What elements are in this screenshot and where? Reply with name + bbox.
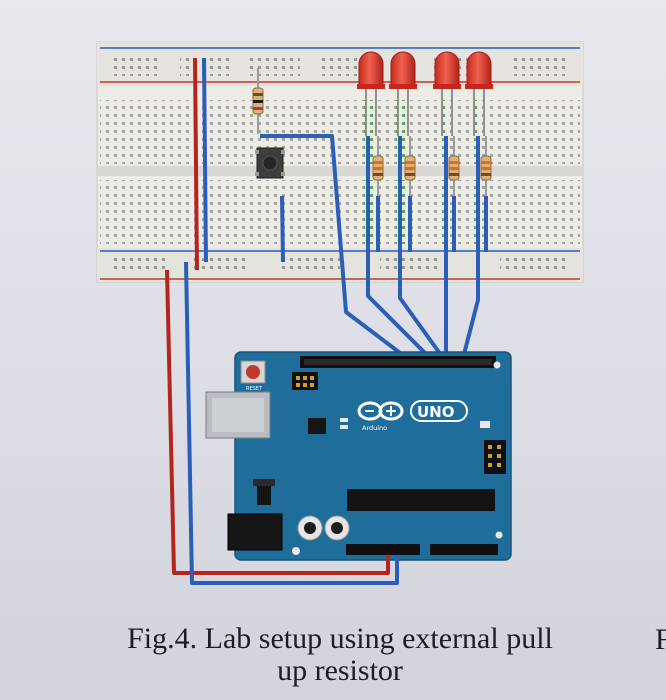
blue-gnd-jumper <box>202 57 208 263</box>
microcontroller-chip <box>347 489 495 511</box>
led-2 <box>389 51 417 196</box>
button-ground-wire <box>280 195 285 263</box>
pull-up-resistor <box>252 68 264 134</box>
uno-label: UNO <box>417 403 455 421</box>
arduino-brand: Arduino <box>362 424 387 432</box>
clipped-edge-text: F <box>655 623 666 656</box>
blue-gnd-wire <box>184 261 399 585</box>
center-channel <box>97 166 583 176</box>
figure-caption-line-2: up resistor <box>277 654 403 687</box>
power-header <box>346 544 420 555</box>
button-signal-wire <box>260 134 414 364</box>
red-vcc-jumper <box>193 57 199 271</box>
led-1 <box>357 51 385 196</box>
figure-caption-line-1: Fig.4. Lab setup using external pull <box>127 622 553 655</box>
led-signal-wires <box>366 136 480 364</box>
led-4 <box>465 51 493 196</box>
arduino-uno-board: RESET UNO Arduino <box>205 351 512 561</box>
arduino-logo <box>357 400 468 422</box>
breadboard-wires <box>193 57 488 364</box>
reset-button <box>240 360 266 384</box>
led-3 <box>433 51 461 196</box>
analog-header <box>430 544 498 555</box>
reset-label: RESET <box>246 386 263 392</box>
pushbutton <box>255 147 285 179</box>
power-wires <box>165 261 399 585</box>
red-5v-wire <box>165 269 390 575</box>
power-jack <box>227 513 283 551</box>
